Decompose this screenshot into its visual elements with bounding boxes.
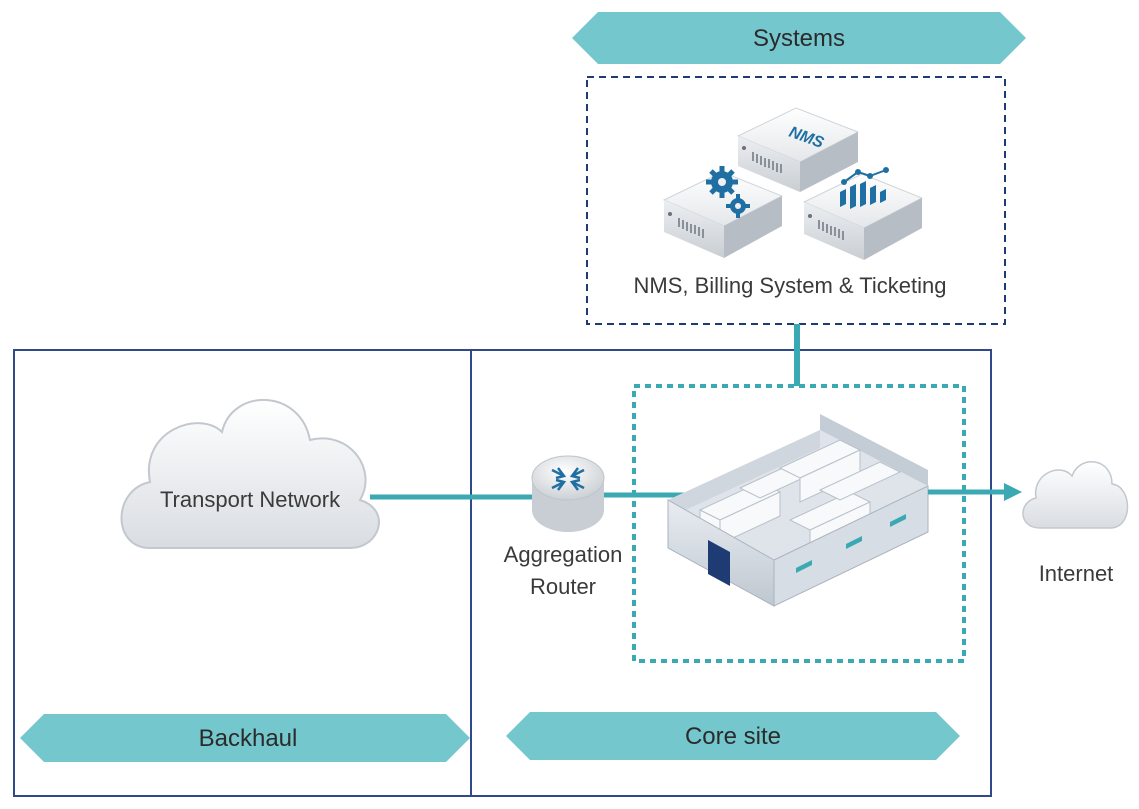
core-datacenter-box [632,384,966,663]
aggregation-router-label-line1: Aggregation [504,542,623,567]
core-site-frame [470,349,992,797]
chart-server-icon [802,167,924,260]
systems-caption: NMS, Billing System & Ticketing [634,273,947,298]
systems-banner: Systems [572,12,1026,64]
transport-network-label: Transport Network [160,487,341,512]
backhaul-banner: Backhaul [20,714,470,762]
core-site-banner: Core site [506,712,960,760]
aggregation-router-label-line2: Router [530,574,596,599]
gear-icon [706,166,750,218]
nms-server-icon: NMS [736,107,860,192]
systems-banner-label: Systems [753,25,845,52]
cloud-icon: Transport Network [120,398,380,549]
gear-server-icon [662,166,784,258]
systems-box [586,76,1006,325]
datacenter-building-icon [667,414,929,607]
internet-cloud-icon [1022,461,1129,529]
router-icon [531,455,605,532]
internet-connector-arrow [928,483,1022,501]
backhaul-banner-label: Backhaul [199,725,298,752]
core-site-banner-label: Core site [685,723,781,750]
internet-label: Internet [1039,561,1114,586]
